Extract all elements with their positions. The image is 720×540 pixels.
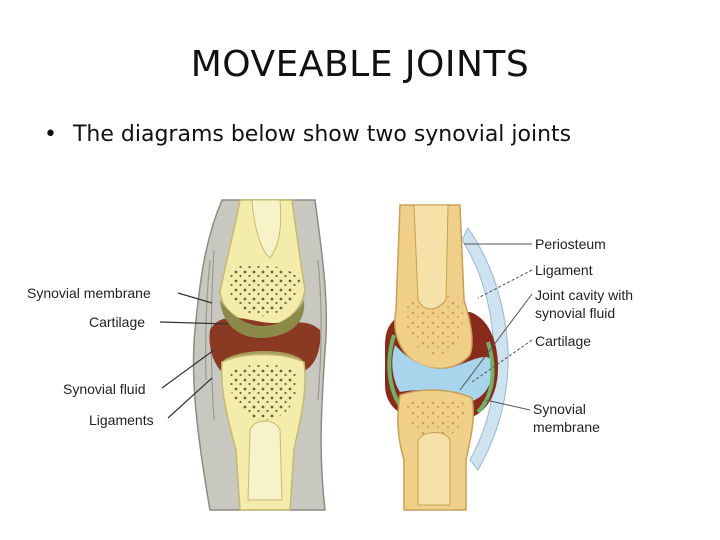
left-lower-marrow	[247, 420, 283, 501]
label-joint-cavity-line2: synovial fluid	[535, 305, 615, 321]
label-synovial-membrane-line1: Synovial	[533, 401, 586, 417]
leader-synovial-membrane-left	[177, 292, 213, 304]
label-ligaments-left: Ligaments	[89, 412, 154, 428]
label-periosteum: Periosteum	[535, 236, 606, 252]
label-ligament: Ligament	[535, 262, 593, 278]
label-synovial-membrane-line2: membrane	[533, 419, 600, 435]
left-joint-diagram: Synovial membrane Cartilage Synovial flu…	[27, 199, 328, 511]
right-lower-spongy	[406, 397, 466, 438]
bullet-symbol: •	[44, 122, 57, 147]
leader-synovial-fluid-left	[161, 349, 215, 389]
right-joint-diagram: Periosteum Ligament Joint cavity with sy…	[385, 204, 633, 511]
left-upper-marrow	[251, 199, 282, 259]
left-cartilage-upper	[220, 300, 305, 338]
left-lower-bone-spongy	[228, 364, 298, 420]
label-cartilage-left: Cartilage	[89, 314, 145, 330]
right-upper-spongy	[404, 292, 464, 356]
right-lower-marrow	[417, 432, 451, 506]
bullet-text: • The diagrams below show two synovial jo…	[44, 122, 571, 147]
label-synovial-membrane-left: Synovial membrane	[27, 285, 151, 301]
leader-cartilage-left	[159, 321, 229, 325]
right-upper-marrow	[413, 204, 449, 310]
left-upper-bone-spongy	[228, 264, 300, 317]
right-joint-cavity	[392, 345, 493, 402]
leader-joint-cavity	[459, 293, 533, 391]
label-synovial-fluid-left: Synovial fluid	[63, 381, 146, 397]
slide-title: MOVEABLE JOINTS	[190, 44, 530, 85]
label-cartilage-right: Cartilage	[535, 333, 591, 349]
label-joint-cavity-line1: Joint cavity with	[535, 287, 633, 303]
leader-cartilage-right	[471, 339, 533, 383]
leader-ligament	[477, 269, 533, 299]
right-ligament	[461, 227, 509, 471]
leader-ligaments-left	[167, 377, 213, 419]
bullet-text-content: The diagrams below show two synovial joi…	[72, 122, 572, 147]
leader-synovial-membrane-right	[485, 399, 531, 411]
